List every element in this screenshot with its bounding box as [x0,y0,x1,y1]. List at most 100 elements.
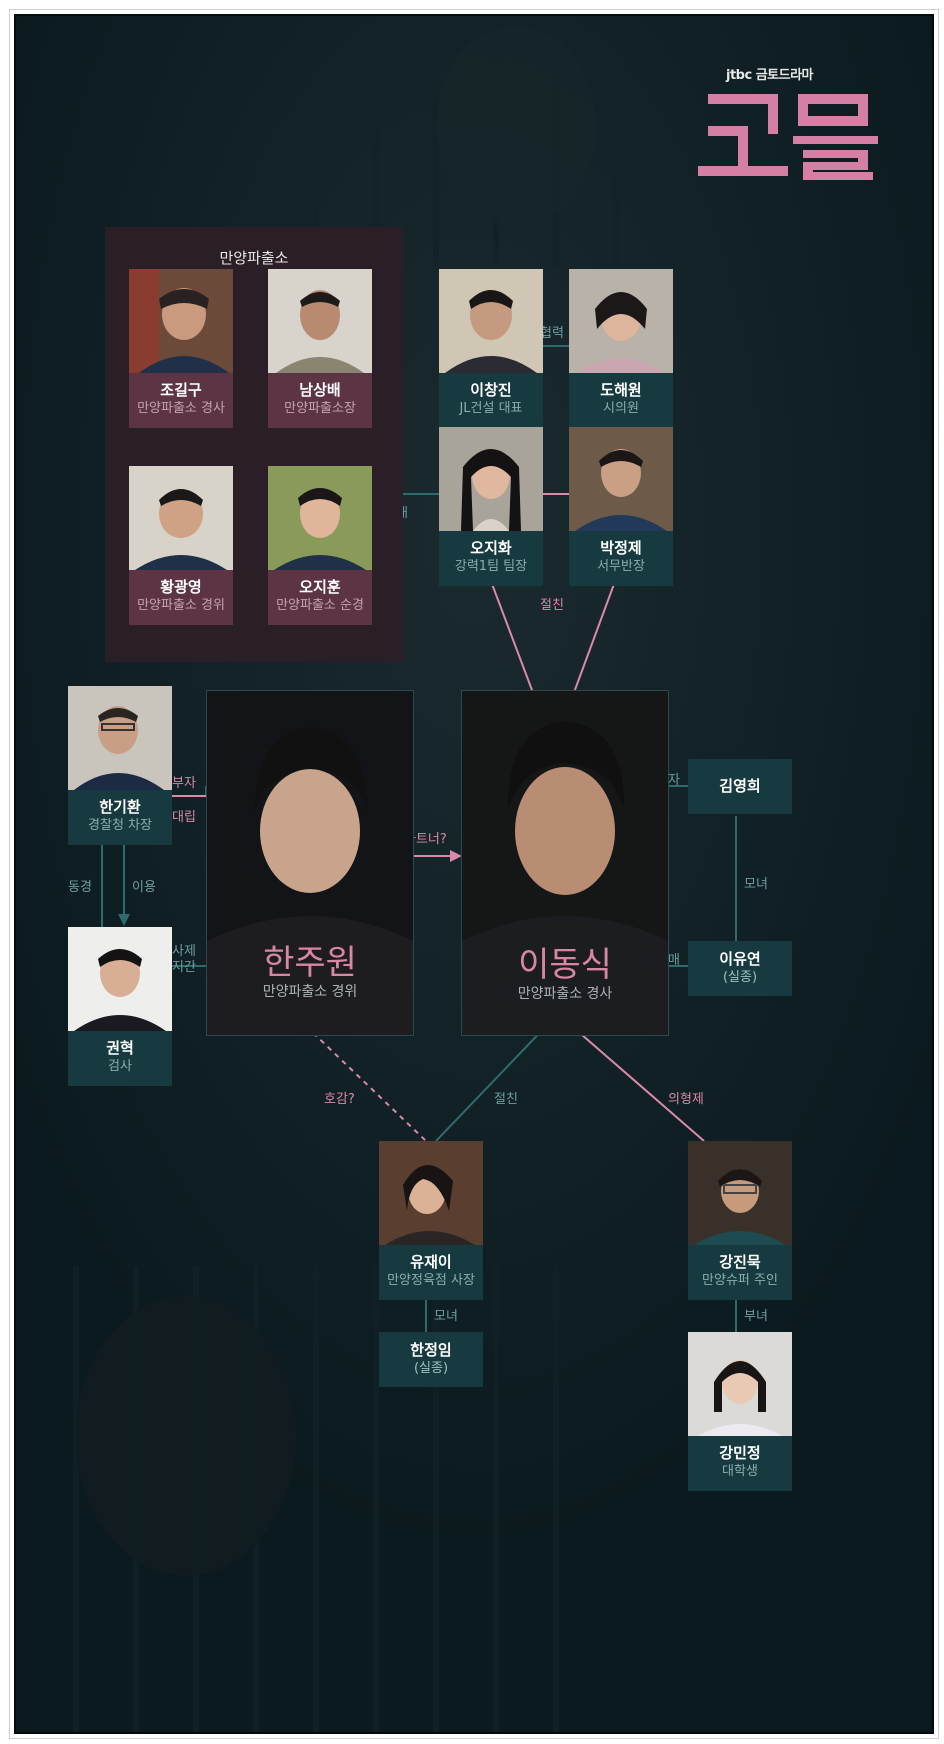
relation-label: 부자 [172,776,196,791]
diagram-canvas: jtbc 금토드라마 [14,14,934,1734]
character-photo [688,1332,792,1436]
brand-text: jtbc 금토드라마 [726,68,814,83]
character-name: 이창진 [470,381,512,399]
relation-label: 파트너? [404,832,447,847]
character-card[interactable]: 한기환 경찰청 차장 [68,686,172,845]
name-plate: 한기환 경찰청 차장 [68,790,172,845]
character-role: 대학생 [722,1464,758,1479]
name-plate: 권혁 검사 [68,1031,172,1086]
character-photo [439,269,543,373]
character-name: 한기환 [99,798,141,816]
broadcaster-brand: jtbc 금토드라마 [726,64,814,83]
character-card[interactable]: 남상배 만양파출소장 [268,269,372,428]
character-card[interactable]: 이창진 JL건설 대표 [439,269,543,428]
name-plate: 오지화 강력1팀 팀장 [439,531,543,586]
character-role: 만양슈퍼 주인 [702,1273,778,1288]
character-card[interactable]: 강민정 대학생 [688,1332,792,1491]
character-name: 강민정 [719,1444,761,1462]
character-name: 강진묵 [719,1253,761,1271]
character-name: 황광영 [160,578,202,596]
relation-label: 이용 [132,880,156,895]
name-plate: 오지훈 만양파출소 순경 [268,570,372,625]
name-plate: 남상배 만양파출소장 [268,373,372,428]
character-card[interactable]: 오지훈 만양파출소 순경 [268,466,372,625]
relation-label: 지간 [172,960,196,975]
character-card[interactable]: 권혁 검사 [68,927,172,1086]
character-role: (실종) [413,1361,449,1376]
character-name: 유재이 [410,1253,452,1271]
character-photo [688,1141,792,1245]
character-name: 도해원 [600,381,642,399]
relation-label: 의형제 [668,1092,704,1107]
main-character-name: 이동식 [518,945,612,985]
character-name: 오지화 [470,539,512,557]
character-role: 만양정육점 사장 [387,1273,475,1288]
relation-label: 부녀 [744,1309,768,1324]
relation-label: 절친 [540,598,564,613]
character-card[interactable]: 김영희 [688,759,792,814]
character-name: 이유연 [719,950,761,968]
main-character-role: 만양파출소 경위 [262,984,358,1000]
character-photo [379,1141,483,1245]
character-photo [569,269,673,373]
character-card[interactable]: 오지화 강력1팀 팀장 [439,427,543,586]
relation-label: 호감? [324,1092,355,1107]
name-plate: 이창진 JL건설 대표 [439,373,543,428]
character-card[interactable]: 황광영 만양파출소 경위 [129,466,233,625]
character-role: 경찰청 차장 [88,818,152,833]
name-plate: 박정제 서무반장 [569,531,673,586]
drama-logo [698,94,878,180]
character-name: 김영희 [719,777,761,795]
main-character-photo [207,691,413,1035]
name-plate: 도해원 시의원 [569,373,673,428]
character-name: 남상배 [299,381,341,399]
relation-label: 동경 [68,880,92,895]
character-card[interactable]: 박정제 서무반장 [569,427,673,586]
character-photo [268,466,372,570]
main-character-photo [462,691,668,1035]
character-card[interactable]: 이유연 (실종) [688,941,792,996]
character-role: 만양파출소 순경 [276,598,364,613]
character-card[interactable]: 한정임 (실종) [379,1332,483,1387]
character-card[interactable]: 강진묵 만양슈퍼 주인 [688,1141,792,1300]
name-plate: 강진묵 만양슈퍼 주인 [688,1245,792,1300]
character-name: 오지훈 [299,578,341,596]
relation-label: 협력 [540,326,564,341]
character-role: JL건설 대표 [459,401,523,416]
character-name: 박정제 [600,539,642,557]
character-role: 시의원 [603,401,639,416]
relation-label: 절친 [494,1092,518,1107]
character-role: 만양파출소 경사 [137,401,225,416]
character-name: 권혁 [106,1039,134,1057]
character-photo [129,269,233,373]
character-photo [68,686,172,790]
character-photo [268,269,372,373]
relation-label: 대립 [172,810,196,825]
main-character-name: 한주원 [263,943,357,983]
group-title: 만양파출소 [219,249,289,267]
character-role: 만양파출소 경위 [137,598,225,613]
character-name: 한정임 [410,1341,452,1359]
character-card[interactable]: 유재이 만양정육점 사장 [379,1141,483,1300]
name-plate: 유재이 만양정육점 사장 [379,1245,483,1300]
character-photo [439,427,543,531]
character-photo [569,427,673,531]
character-role: 강력1팀 팀장 [454,559,528,574]
main-character-card[interactable]: 이동식 만양파출소 경사 [461,690,669,1036]
relation-label: 모녀 [744,877,768,892]
character-role: (실종) [722,970,758,985]
main-character-card[interactable]: 한주원 만양파출소 경위 [206,690,414,1036]
name-plate: 조길구 만양파출소 경사 [129,373,233,428]
relation-label: 모녀 [434,1309,458,1324]
character-card[interactable]: 도해원 시의원 [569,269,673,428]
character-name: 조길구 [160,381,202,399]
character-card[interactable]: 조길구 만양파출소 경사 [129,269,233,428]
character-role: 만양파출소장 [284,401,356,416]
name-plate: 황광영 만양파출소 경위 [129,570,233,625]
character-role: 검사 [108,1059,132,1074]
name-plate: 강민정 대학생 [688,1436,792,1491]
character-photo [129,466,233,570]
relation-label: 사제 [172,944,196,959]
police-station-group: 만양파출소 조길구 만양파출소 경사 남상배 만양파출소장 황 [105,227,403,662]
character-photo [68,927,172,1031]
